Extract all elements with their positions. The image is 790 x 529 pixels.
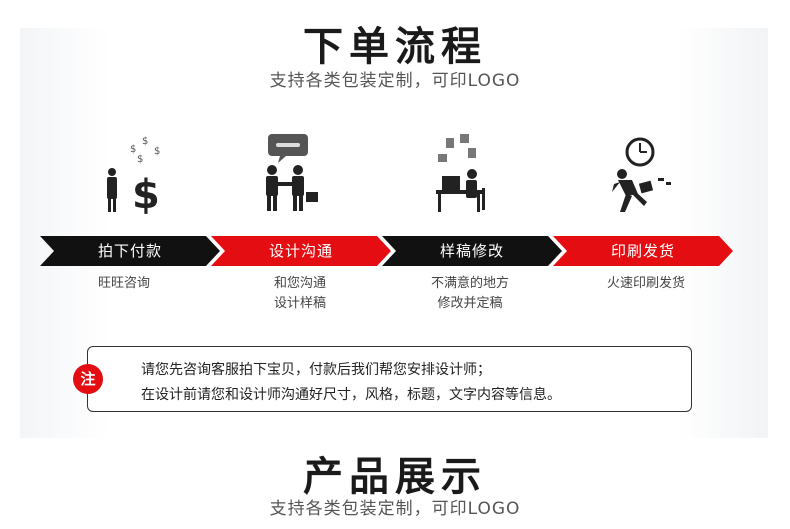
step-4-desc: 火速印刷发货 [560,274,732,294]
step-1-desc: 旺旺咨询 [38,274,210,294]
note-line: 请您先咨询客服拍下宝贝，付款后我们帮您安排设计师； [141,362,491,378]
step-2-label: 设计沟通 [268,242,333,260]
section-subtitle: 支持各类包装定制，可印LOGO [269,499,521,519]
step-1-arrow: 拍下付款 [40,236,220,266]
step-2-desc: 和您沟通 设计样稿 [214,274,386,314]
dollar-icon: $ $$$$ [107,136,160,218]
svg-text:$: $ [132,172,160,218]
arrow-shape [40,236,220,266]
arrow-shape [553,236,733,266]
note-badge: 注 [73,364,103,394]
step-3-label: 样稿修改 [439,242,504,260]
svg-text:$: $ [137,154,143,165]
step-3-arrow: 样稿修改 [382,236,562,266]
step-1-label: 拍下付款 [97,242,162,260]
arrow-shape [382,236,562,266]
note-box [87,346,692,412]
step-2-desc-line: 设计样稿 [273,296,326,311]
step-4-arrow: 印刷发货 [553,236,733,266]
page-title: 下单流程 [303,23,487,70]
running-man-icon [612,137,671,212]
arrow-shape [211,236,391,266]
step-1-desc-line: 旺旺咨询 [97,276,150,291]
handshake-icon [266,134,318,211]
section-title: 产品展示 [303,453,487,500]
step-2-arrow: 设计沟通 [211,236,391,266]
page-subtitle: 支持各类包装定制，可印LOGO [269,71,521,91]
desk-worker-icon [436,134,485,212]
step-3-desc-line: 修改并定稿 [437,296,503,311]
svg-text:$: $ [130,144,136,155]
step-3-desc-line: 不满意的地方 [430,276,509,291]
step-4-desc-line: 火速印刷发货 [606,276,685,291]
step-3-desc: 不满意的地方 修改并定稿 [384,274,556,314]
note-line: 在设计前请您和设计师沟通好尺寸，风格，标题，文字内容等信息。 [141,387,561,403]
svg-text:$: $ [154,146,160,157]
step-2-desc-line: 和您沟通 [273,276,326,291]
svg-text:$: $ [142,136,148,147]
step-4-label: 印刷发货 [610,242,675,260]
